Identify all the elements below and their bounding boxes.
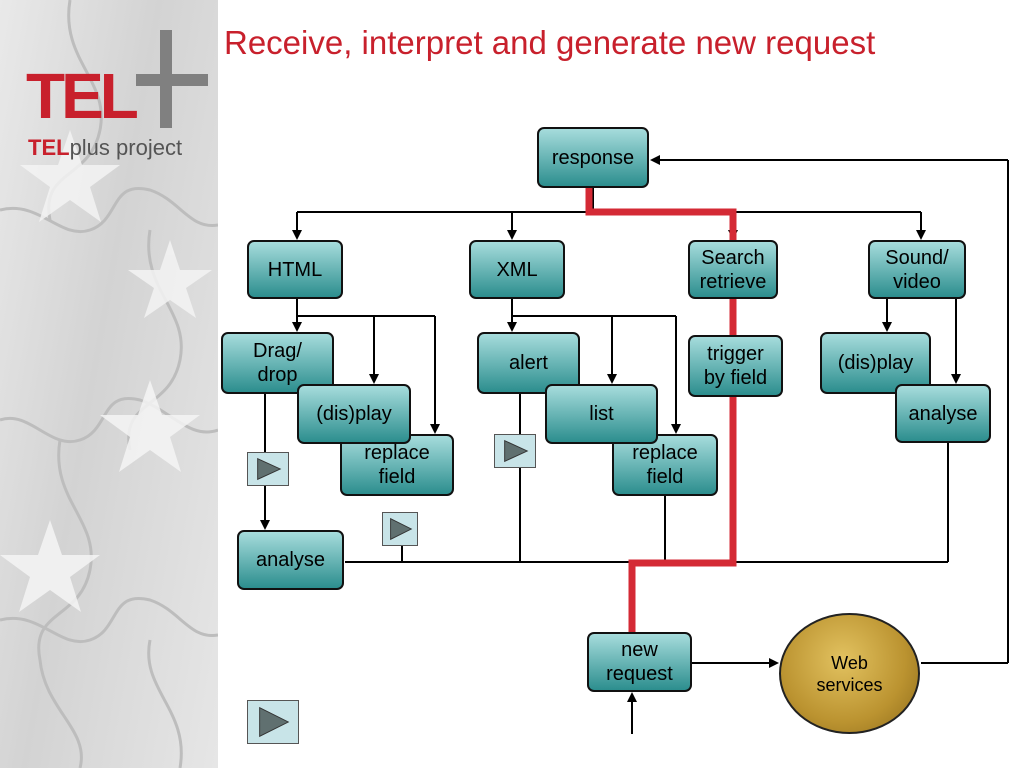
- play-button-icon[interactable]: [494, 434, 536, 468]
- replace-field-html-line-1: replace: [364, 442, 430, 464]
- html-node: HTML: [247, 240, 343, 299]
- logo-caption: TELplus project: [28, 136, 182, 160]
- logo-plus-icon: [136, 30, 208, 128]
- xml-label: XML: [496, 258, 538, 281]
- web-services-label: Web services: [816, 652, 883, 695]
- sound-video-node: Sound/video: [868, 240, 966, 299]
- highlight-path-lower: [628, 395, 737, 633]
- sidebar-background: TEL TELplus project: [0, 0, 218, 768]
- analyse-sound-node: analyse: [895, 384, 991, 443]
- new-request-line-2: request: [606, 663, 673, 685]
- search-retrieve-line-1: Search: [701, 246, 765, 269]
- drag-drop-line-2: drop: [257, 364, 298, 386]
- html-label: HTML: [267, 258, 323, 281]
- replace-field-html-line-2: field: [378, 466, 416, 488]
- drag-drop-line-1: Drag/: [253, 340, 302, 362]
- puzzle-pattern: [0, 0, 218, 768]
- search-retrieve-line-2: retrieve: [699, 270, 767, 293]
- response-label: response: [551, 146, 635, 169]
- replace-field-xml-line-1: replace: [632, 442, 698, 464]
- list-node: list: [545, 384, 658, 444]
- trigger-by-field-line-1: trigger: [707, 343, 764, 365]
- analyse-left-node: analyse: [237, 530, 344, 590]
- xml-node: XML: [469, 240, 565, 299]
- alert-node: alert: [477, 332, 580, 394]
- display-sound-node: (dis)play: [820, 332, 931, 394]
- alert-label: alert: [509, 352, 548, 374]
- display-html-label: (dis)play: [316, 403, 392, 425]
- response-node: response: [537, 127, 649, 188]
- new-request-line-1: new: [621, 639, 658, 661]
- play-triangle: [259, 706, 290, 738]
- analyse-left-label: analyse: [256, 549, 325, 571]
- play-button-icon[interactable]: [382, 512, 418, 546]
- play-triangle: [257, 457, 282, 481]
- logo-caption-bold: TEL: [28, 135, 70, 160]
- play-triangle: [504, 439, 529, 463]
- drag-drop-label: Drag/drop: [253, 339, 302, 387]
- display-sound-label: (dis)play: [837, 352, 914, 374]
- play-button-icon[interactable]: [247, 452, 289, 486]
- logo-caption-light: plus project: [69, 135, 183, 160]
- trigger-by-field-line-2: by field: [703, 367, 768, 389]
- sound-video-line-2: video: [893, 270, 941, 293]
- play-triangle: [390, 517, 413, 541]
- slide-title: Receive, interpret and generate new requ…: [224, 24, 876, 61]
- replace-field-xml-line-2: field: [646, 466, 684, 488]
- analyse-sound-label: analyse: [908, 402, 978, 425]
- sound-video-line-1: Sound/: [885, 246, 949, 269]
- sound-video-label: Sound/video: [885, 246, 948, 294]
- drag-drop-node: Drag/drop: [221, 332, 334, 394]
- web-services-node: Web services: [779, 613, 920, 734]
- logo-mark: TEL: [26, 60, 139, 132]
- play-button-icon[interactable]: [247, 700, 299, 744]
- display-html-node: (dis)play: [297, 384, 411, 444]
- list-label: list: [589, 403, 614, 425]
